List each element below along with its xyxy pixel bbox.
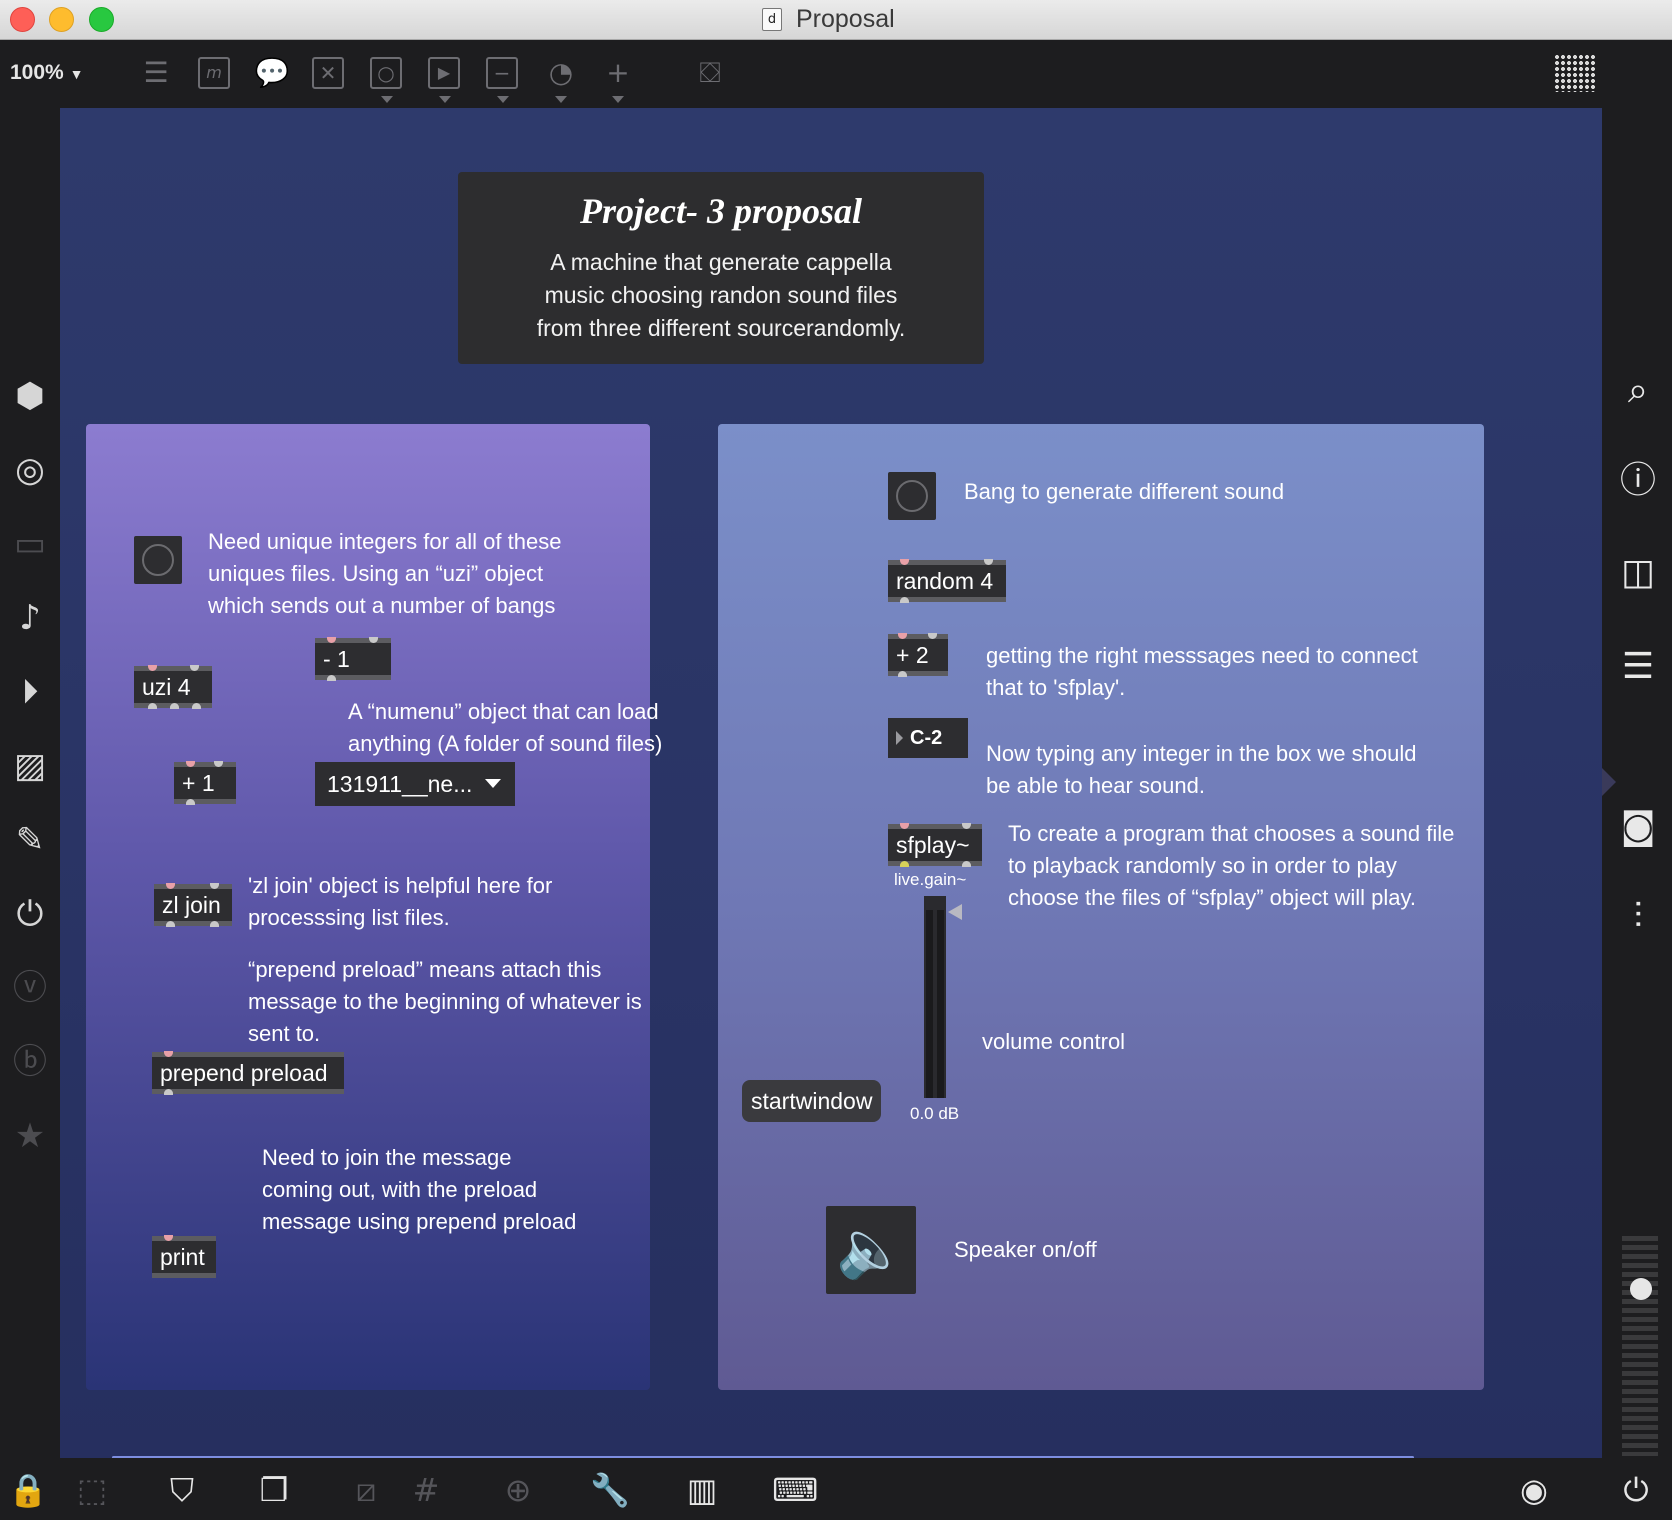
comment-zl-join: 'zl join' object is helpful here for pro… [248,873,553,930]
keyboard-icon[interactable]: ⌨ [772,1471,819,1509]
grid-snap-icon[interactable]: # [412,1471,440,1509]
chevron-down-icon[interactable] [381,96,393,103]
comment-join: Need to join the message coming out, wit… [262,1145,577,1234]
collapse-arrow-icon[interactable] [1602,768,1616,796]
play-button-icon[interactable]: ▶ [428,57,460,89]
title-description: A machine that generate cappella music c… [536,249,906,341]
minus-one-object[interactable]: - 1 [315,637,391,681]
live-gain-label: live.gain~ [894,870,967,889]
bang-icon[interactable]: ○ [370,57,402,89]
level-meter [1622,1236,1658,1456]
columns-icon[interactable]: ◫ [1620,552,1655,593]
left-sidebar: ⬢ ◎ ▭ ♪ ⏵ ▨ ✎ ⏻ ⓥ ⓑ ★ [0,108,60,1458]
comment-volume: volume control [982,1029,1126,1054]
comment-prepend: “prepend preload” means attach this mess… [248,957,642,1046]
title-bar: d Proposal [0,0,1672,40]
prepend-preload-object[interactable]: prepend preload [152,1051,344,1095]
document-icon: d [762,8,782,31]
plus-one-object[interactable]: + 1 [174,761,236,805]
chevron-down-icon[interactable] [612,96,624,103]
windows-icon[interactable]: ❐ [259,1471,289,1509]
volume-slider-knob[interactable] [1630,1278,1652,1300]
plug-icon[interactable]: ⏻ [16,894,44,934]
canvas-scrollbar[interactable] [112,1456,1414,1458]
camera-icon[interactable]: ◙ [1620,806,1656,847]
sequence-icon[interactable]: ⏵ [21,672,39,712]
speaker-icon: 🔈 [836,1217,906,1282]
dial-icon[interactable]: ◔ [548,56,574,89]
window-zoom-button[interactable] [89,7,114,32]
vizzie-icon[interactable]: ⓥ [13,968,47,1008]
film-icon[interactable]: ▭ [13,524,47,564]
print-object[interactable]: print [152,1235,216,1278]
comment-speaker: Speaker on/off [954,1237,1097,1262]
comment-uzi: Need unique integers for all of these un… [208,529,562,618]
comment-bang: Bang to generate different sound [964,479,1285,504]
chevron-down-icon[interactable] [439,96,451,103]
gain-handle-icon[interactable] [948,904,962,920]
bpatcher-icon[interactable]: ⓑ [13,1042,47,1082]
lock-icon[interactable]: 🔒 [8,1471,48,1509]
window-close-button[interactable] [10,7,35,32]
speaker-toggle[interactable]: 🔈 [826,1206,916,1294]
power-icon[interactable]: ⏻ [1623,1471,1649,1509]
comment-plus-two: getting the right messsages need to conn… [986,643,1418,700]
chevron-down-icon[interactable] [497,96,509,103]
zl-join-object[interactable]: zl join [154,883,232,927]
grid-icon[interactable] [1554,54,1596,92]
piano-icon[interactable]: ▥ [686,1471,718,1509]
live-gain-value: 0.0 dB [910,1104,960,1123]
chevron-down-icon [485,779,501,788]
patcher-toolbar: 100% ▼ ☰ m 💬 ✕ ○ ▶ − ◔ + ⛋ [0,40,1672,108]
info-icon[interactable]: ⓘ [1619,460,1656,501]
uzi-object[interactable]: uzi 4 [134,665,212,709]
new-object-icon[interactable]: ⊕ [504,1471,532,1509]
window-title: Proposal [796,5,895,33]
image-icon[interactable]: ▨ [13,746,47,786]
number-box[interactable]: C-2 [888,718,968,758]
zoom-level: 100% [10,61,64,84]
chevron-down-icon: ▼ [69,66,84,82]
right-sidebar: ⌕ ⓘ ◫ ☰ ◙ ⫶ [1602,108,1672,1458]
star-icon[interactable]: ★ [14,1116,46,1156]
presentation-icon[interactable]: ⛉ [169,1471,194,1509]
plus-icon[interactable]: + [606,56,630,89]
mixer-icon[interactable]: ⫶ [1633,896,1643,937]
zoom-menu[interactable]: 100% ▼ [10,61,83,85]
paint-bucket-icon[interactable]: ⛋ [699,56,721,89]
comment-sfplay: To create a program that chooses a sound… [1008,821,1455,910]
cube-icon[interactable]: ⬢ [15,376,45,416]
random-object[interactable]: random 4 [888,559,1006,603]
hide-connections-icon[interactable]: ⧄ [355,1471,377,1509]
wrench-icon[interactable]: 🔧 [590,1471,630,1509]
live-gain-slider[interactable] [924,896,946,1098]
toggle-icon[interactable]: ✕ [312,57,344,89]
sound-file-menu[interactable]: 131911__ne... [315,762,515,806]
bang-button-left[interactable] [134,536,182,584]
chevron-down-icon[interactable] [555,96,567,103]
target-icon[interactable]: ◎ [15,450,45,490]
search-icon[interactable]: ⌕ [1627,370,1649,411]
sfplay-object[interactable]: sfplay~ [888,823,982,867]
comment-number: Now typing any integer in the box we sho… [986,741,1417,798]
startwindow-message[interactable]: startwindow [742,1080,882,1122]
window-minimize-button[interactable] [49,7,74,32]
bottom-toolbar: 🔒 ⬚ ⛉ ❐ ⧄ # ⊕ 🔧 ▥ ⌨ ◉ ⏻ [0,1458,1672,1520]
music-note-icon[interactable]: ♪ [19,598,41,638]
page-title: Project- 3 proposal [580,191,862,231]
paperclip-icon[interactable]: ✎ [15,820,45,860]
comment-icon[interactable]: 💬 [254,56,290,89]
message-box-icon[interactable]: m [198,57,230,89]
bang-button-right[interactable] [888,472,936,520]
slider-icon[interactable]: − [486,57,518,89]
patcher-canvas[interactable]: Project- 3 proposal A machine that gener… [60,108,1602,1458]
list-icon[interactable]: ☰ [1621,646,1655,687]
plus-two-object[interactable]: + 2 [888,633,948,677]
play-icon[interactable]: ◉ [1520,1471,1548,1509]
title-panel: Project- 3 proposal A machine that gener… [458,172,984,364]
select-pointer-icon[interactable]: ⬚ [76,1471,108,1509]
comment-numenu: A “numenu” object that can load anything… [348,699,663,756]
object-box-icon[interactable]: ☰ [143,56,169,89]
